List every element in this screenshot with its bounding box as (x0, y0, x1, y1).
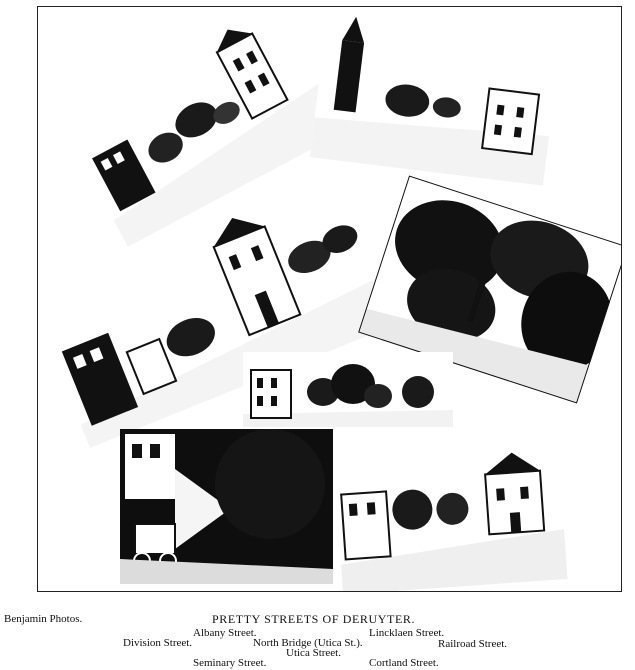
label-division-street: Division Street. (123, 637, 193, 649)
photo-north-bridge (358, 175, 621, 404)
label-north-bridge: North Bridge (Utica St.). (253, 637, 363, 649)
photo-albany-street (57, 7, 349, 247)
label-railroad-street: Railroad Street. (438, 638, 508, 650)
photo-division-street (38, 176, 396, 448)
label-utica-street: Utica Street. (286, 647, 341, 659)
label-lincklaen-street: Lincklaen Street. (369, 627, 445, 639)
label-cortland-street: Cortland Street. (369, 657, 439, 669)
photo-lincklaen-street (309, 8, 562, 186)
photo-utica-street (243, 352, 453, 427)
label-seminary-street: Seminary Street. (193, 657, 267, 669)
photo-cortland-street (333, 439, 568, 591)
photo-credit: Benjamin Photos. (4, 613, 83, 625)
photo-seminary-street (120, 429, 333, 584)
photo-plate (37, 6, 622, 592)
label-albany-street: Albany Street. (193, 627, 257, 639)
page-title: PRETTY STREETS OF DERUYTER. (212, 612, 416, 626)
